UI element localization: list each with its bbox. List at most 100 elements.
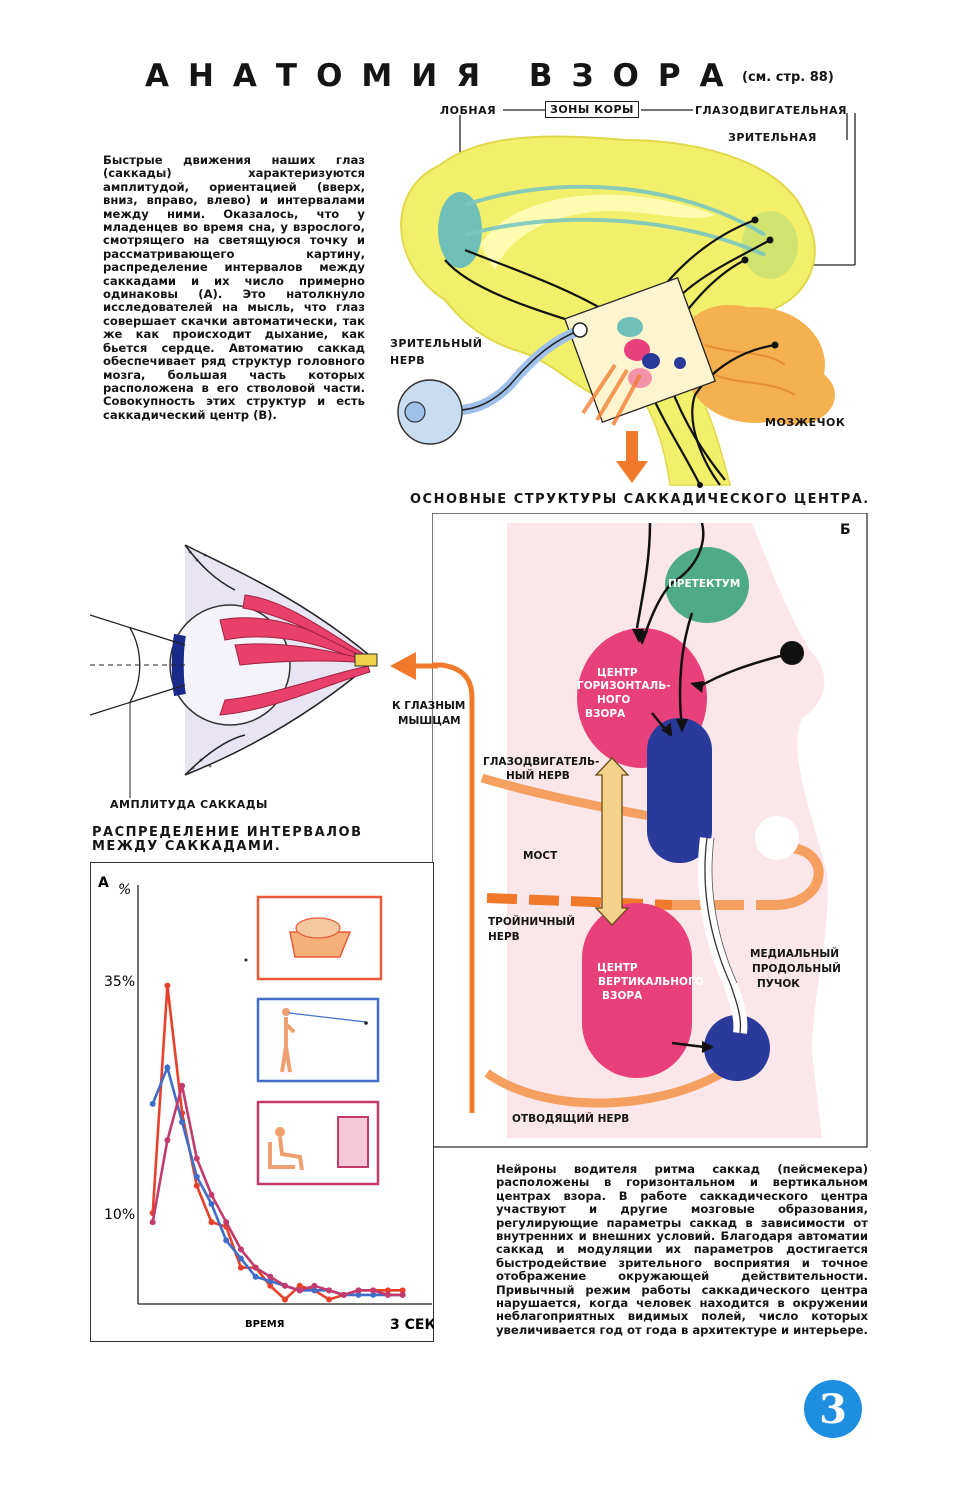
x-axis-label: ВРЕМЯ bbox=[245, 1319, 284, 1330]
label-cortex-zones: ЗОНЫ КОРЫ bbox=[545, 101, 639, 118]
series-1-point-6 bbox=[237, 1255, 244, 1262]
label-hcenter-2: ГОРИЗОНТАЛЬ- bbox=[577, 680, 671, 692]
panel-letter-b: Б bbox=[840, 522, 852, 538]
corpus-callosum bbox=[480, 194, 715, 270]
series-2-point-6 bbox=[237, 1246, 244, 1253]
label-oculomotor-nerve-2: НЫЙ НЕРВ bbox=[506, 770, 570, 782]
connection-double-arrow bbox=[594, 757, 630, 926]
label-hcenter-1: ЦЕНТР bbox=[597, 667, 638, 679]
label-frontal: ЛОБНАЯ bbox=[440, 104, 497, 117]
conclusion-paragraph: Нейроны водителя ритма саккад (пейсмекер… bbox=[496, 1162, 868, 1337]
chart-unit: % bbox=[118, 882, 131, 898]
page-number-badge: 3 bbox=[804, 1380, 862, 1438]
series-2-point-3 bbox=[193, 1155, 200, 1162]
label-saccade-amplitude: АМПЛИТУДА САККАДЫ bbox=[110, 798, 268, 811]
to-muscles-arrowhead bbox=[390, 652, 438, 680]
series-0-point-4 bbox=[208, 1219, 215, 1226]
label-cerebellum: МОЗЖЕЧОК bbox=[765, 416, 846, 429]
distribution-title-2: МЕЖДУ САККАДАМИ. bbox=[92, 839, 282, 854]
pacemaker-neurons-vertical bbox=[704, 1015, 770, 1081]
y-tick-label-35: 35% bbox=[104, 974, 135, 990]
cerebellum bbox=[685, 305, 835, 425]
label-hcenter-3: НОГО bbox=[597, 694, 631, 706]
series-1-point-2 bbox=[179, 1119, 186, 1126]
brain-cortex bbox=[400, 135, 816, 397]
series-2-point-10 bbox=[296, 1287, 303, 1294]
to-muscles-arrow bbox=[432, 662, 475, 1113]
chart-panel-letter: А bbox=[98, 875, 109, 891]
eye-muscles-illustration bbox=[89, 544, 378, 798]
series-1-point-4 bbox=[208, 1200, 215, 1207]
series-0-point-8 bbox=[267, 1282, 274, 1289]
series-0-point-6 bbox=[237, 1264, 244, 1271]
label-mlf-3: ПУЧОК bbox=[757, 978, 800, 990]
series-1-point-11 bbox=[311, 1287, 318, 1294]
series-2-point-2 bbox=[179, 1082, 186, 1089]
vertical-gaze-center bbox=[582, 903, 692, 1078]
label-trigeminal-1: ТРОЙНИЧНЫЙ bbox=[488, 916, 576, 928]
label-vcenter-2: ВЕРТИКАЛЬНОГО bbox=[598, 976, 704, 988]
label-visual-zone: ЗРИТЕЛЬНАЯ bbox=[728, 131, 817, 144]
series-0-point-9 bbox=[282, 1296, 288, 1303]
pacemaker-neurons-horizontal bbox=[647, 718, 712, 863]
series-0-point-1 bbox=[164, 982, 171, 989]
distribution-title-1: РАСПРЕДЕЛЕНИЕ ИНТЕРВАЛОВ bbox=[92, 825, 363, 840]
label-vcenter-1: ЦЕНТР bbox=[597, 962, 638, 974]
page-number: 3 bbox=[819, 1385, 847, 1433]
center-heading: ОСНОВНЫЕ СТРУКТУРЫ САККАДИЧЕСКОГО ЦЕНТРА… bbox=[410, 492, 870, 507]
series-1-point-7 bbox=[252, 1273, 259, 1280]
saccadic-center-panel bbox=[432, 513, 868, 1148]
frontal-zone bbox=[438, 192, 482, 268]
brain-illustration bbox=[397, 109, 856, 488]
page-title: АНАТОМИЯ ВЗОРА bbox=[145, 58, 743, 94]
series-0-point-3 bbox=[193, 1182, 200, 1189]
series-0-point-10 bbox=[296, 1282, 303, 1289]
label-mlf-1: МЕДИАЛЬНЫЙ bbox=[750, 948, 840, 960]
label-vcenter-3: ВЗОРА bbox=[602, 990, 643, 1002]
sleeping-infant-icon bbox=[256, 895, 383, 981]
series-2-point-14 bbox=[355, 1287, 362, 1294]
intro-paragraph: Быстрые движения наших глаз (саккады) ха… bbox=[103, 153, 365, 422]
label-trigeminal-2: НЕРВ bbox=[488, 931, 520, 943]
label-to-muscles-2: МЫШЦАМ bbox=[398, 715, 461, 727]
label-pretectum: ПРЕТЕКТУМ bbox=[668, 578, 741, 590]
series-2-point-13 bbox=[340, 1291, 347, 1298]
series-1-point-0 bbox=[149, 1100, 156, 1107]
series-2-point-7 bbox=[252, 1264, 259, 1271]
series-1-point-15 bbox=[370, 1291, 377, 1298]
luminous-dot-icon bbox=[256, 997, 380, 1083]
series-2-point-8 bbox=[267, 1273, 274, 1280]
interval-distribution-chart: А % 35% 10% ВРЕМЯ 3 СЕК bbox=[98, 875, 434, 1333]
label-oculomotor-zone: ГЛАЗОДВИГАТЕЛЬНАЯ bbox=[695, 104, 847, 117]
y-tick-label-10: 10% bbox=[104, 1207, 135, 1223]
label-pons: МОСТ bbox=[523, 850, 558, 862]
label-abducens: ОТВОДЯЩИЙ НЕРВ bbox=[512, 1113, 630, 1125]
series-2-point-9 bbox=[282, 1282, 288, 1289]
series-0-point-16 bbox=[384, 1287, 391, 1294]
series-2-point-16 bbox=[384, 1291, 391, 1298]
series-2-point-0 bbox=[149, 1219, 156, 1226]
page-reference: (см. стр. 88) bbox=[742, 70, 834, 85]
eyeball bbox=[397, 379, 463, 445]
series-1-point-14 bbox=[355, 1291, 362, 1298]
pretectum bbox=[665, 547, 749, 623]
series-2-point-11 bbox=[311, 1282, 318, 1289]
series-2-point-12 bbox=[326, 1287, 333, 1294]
series-0-point-12 bbox=[326, 1296, 333, 1303]
down-arrow bbox=[616, 431, 648, 483]
label-optic-nerve-1: ЗРИТЕЛЬНЫЙ bbox=[390, 337, 483, 350]
viewing-picture-icon bbox=[256, 1100, 380, 1186]
series-2-point-4 bbox=[208, 1191, 215, 1198]
label-hcenter-4: ВЗОРА bbox=[585, 708, 626, 720]
label-to-muscles-1: К ГЛАЗНЫМ bbox=[392, 700, 466, 712]
series-2-point-17 bbox=[399, 1291, 406, 1298]
series-1-point-5 bbox=[223, 1237, 230, 1244]
label-optic-nerve-2: НЕРВ bbox=[390, 354, 426, 367]
label-oculomotor-nerve-1: ГЛАЗОДВИГАТЕЛЬ- bbox=[483, 756, 600, 768]
series-2-point-5 bbox=[223, 1219, 230, 1226]
series-1-point-8 bbox=[267, 1278, 274, 1285]
series-1-point-1 bbox=[164, 1064, 171, 1071]
series-1-point-3 bbox=[193, 1173, 200, 1180]
series-2-point-1 bbox=[164, 1137, 171, 1144]
series-0-point-17 bbox=[399, 1287, 406, 1294]
